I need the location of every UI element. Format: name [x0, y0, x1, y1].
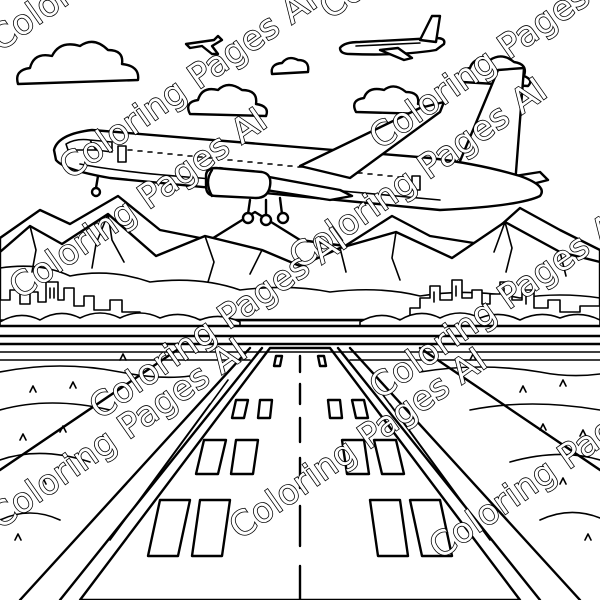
cloud-middle-left [187, 83, 269, 118]
airliner-main-wheel-1 [241, 211, 255, 225]
airliner-engine-intake [206, 168, 214, 198]
skyline-windows [49, 285, 527, 305]
cloud-middle-right [353, 85, 429, 116]
mountain-range [0, 194, 600, 322]
runway [0, 346, 600, 600]
ground [0, 324, 600, 541]
skyline-right [409, 279, 600, 321]
airliner-main-wheel-2 [259, 213, 273, 227]
airliner-nose-wheel [90, 186, 102, 198]
field-hills-left [0, 365, 191, 521]
threshold-markings [146, 354, 454, 558]
mountain-ridges [0, 213, 600, 299]
city-skyline [0, 279, 600, 327]
distant-plane-wing [378, 46, 414, 62]
airliner-main-wheel-3 [276, 211, 290, 225]
trees-right [359, 312, 600, 327]
cloud-small-top [270, 56, 310, 76]
distant-airplane [338, 14, 446, 62]
distant-plane-windows [355, 42, 421, 47]
main-airliner [52, 66, 550, 227]
skyline-left [0, 281, 141, 321]
airliner-belly-line [79, 163, 441, 201]
runway-side-stripes [109, 379, 491, 541]
runway-edges [0, 346, 600, 600]
tiny-airplane [184, 34, 224, 56]
distant-plane-tail [418, 14, 442, 44]
distant-plane-body [338, 36, 446, 56]
airliner-landing-gear [94, 174, 284, 218]
horizon-band [0, 334, 600, 346]
clouds [16, 40, 532, 118]
airliner-nose-cockpit [65, 138, 113, 153]
trees-left [0, 312, 241, 327]
airliner-far-wing [298, 100, 446, 180]
taxiway-lines [0, 351, 600, 361]
airliner-doors [117, 145, 421, 191]
cloud-top-left [16, 40, 140, 86]
field-hills-right [419, 366, 600, 521]
